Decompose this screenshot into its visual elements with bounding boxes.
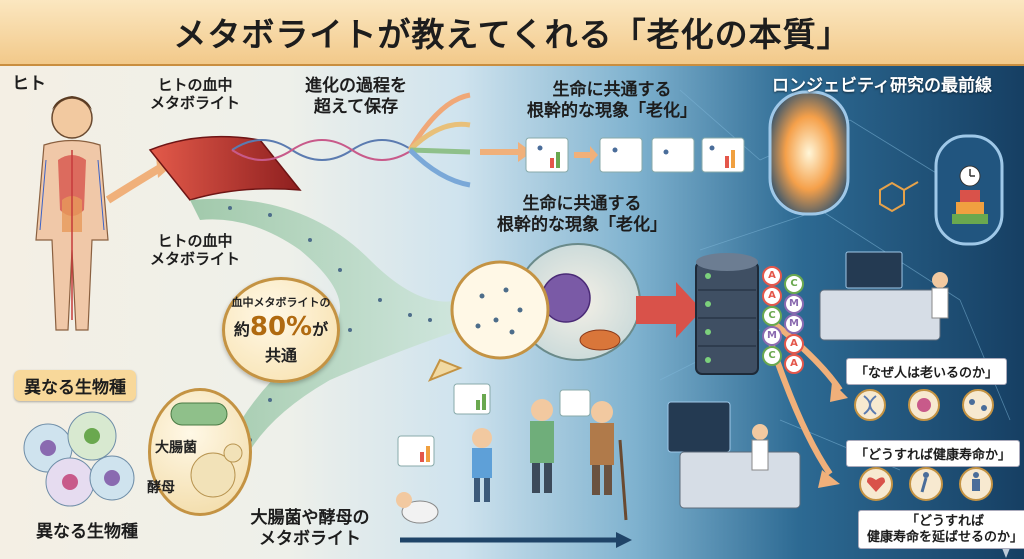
database-letter-badge: C: [762, 306, 782, 326]
baby: [396, 492, 439, 524]
share-value: 80%: [249, 312, 313, 342]
question-why-aging: 「なぜ人は老いるのか」: [846, 358, 1008, 385]
scientist: [751, 272, 949, 471]
label-ecoli: 大腸菌: [155, 440, 197, 456]
tag-different-species: 異なる生物種: [14, 370, 136, 401]
label-microbe-metabolites: 大腸菌や酵母の メタボライト: [230, 508, 390, 549]
database-letter-badge: C: [762, 346, 782, 366]
share-line-3: 共通: [264, 346, 297, 365]
label-human: ヒト: [12, 74, 46, 94]
human-figure: [35, 96, 109, 331]
page-title: メタボライトが教えてくれる「老化の本質」: [173, 15, 851, 54]
title-banner: メタボライトが教えてくれる「老化の本質」: [0, 0, 1024, 66]
blood-vessel: [148, 135, 302, 201]
dna-helix: [231, 139, 413, 161]
time-portal: [768, 90, 1004, 246]
ecoli-bacterium: [170, 402, 228, 426]
question-healthy-lifespan: 「どうすれば健康寿命か」: [846, 440, 1021, 467]
branch-arrows: [407, 92, 471, 188]
label-line: ヒトの血中: [157, 76, 233, 94]
molecule: [879, 181, 919, 213]
microbe-art: [170, 402, 243, 498]
mini-chart-cards: [397, 383, 591, 467]
cell-cluster: [23, 411, 135, 507]
adult: [530, 399, 554, 493]
label-line: 健康寿命を延ばせるのか」: [867, 529, 1024, 545]
question-icons-2: [859, 467, 993, 501]
share-line-1: 血中メタボライトの: [231, 296, 331, 309]
database-letter-badge: A: [784, 354, 804, 374]
label-line: 大腸菌や酵母の: [250, 508, 370, 528]
label-evolution: 進化の過程を 超えて保存: [276, 76, 436, 117]
share-suffix: が: [312, 320, 329, 339]
label-line: 根幹的な現象「老化」: [527, 100, 697, 121]
label-longevity: ロンジェビティ研究の最前線: [772, 76, 992, 96]
label-line: 生命に共通する: [522, 194, 642, 214]
label-different-species: 異なる生物種: [36, 522, 138, 542]
label-human-blood-top: ヒトの血中 メタボライト: [140, 76, 250, 113]
label-common-mid: 生命に共通する 根幹的な現象「老化」: [482, 194, 682, 235]
microbe-bubble: 大腸菌 酵母: [147, 388, 252, 516]
yeast-cell: [190, 452, 236, 498]
chart-cards: [525, 137, 745, 173]
database-letter-badge: A: [784, 334, 804, 354]
share-line-2: 約80%が: [225, 312, 337, 342]
question-extend-lifespan: 「どうすれば 健康寿命を延ばせるのか」: [858, 510, 1024, 550]
label-line: ヒトの血中: [157, 232, 233, 250]
database-letter-badge: M: [762, 326, 782, 346]
question-icons-1: [854, 389, 994, 421]
label-line: 根幹的な現象「老化」: [497, 214, 667, 235]
lab-computer: [667, 251, 941, 509]
arrow-to-database: [636, 282, 702, 338]
database-letter-badge: M: [784, 314, 804, 334]
label-human-blood-mid: ヒトの血中 メタボライト: [140, 232, 250, 269]
label-line: 「どうすれば: [906, 514, 985, 529]
label-line: メタボライト: [149, 250, 240, 269]
share-prefix: 約: [233, 320, 250, 339]
label-line: 進化の過程を: [305, 76, 407, 96]
magnified-metabolites: [427, 260, 550, 382]
label-line: 超えて保存: [313, 96, 399, 117]
label-line: 生命に共通する: [552, 80, 672, 100]
elder: [590, 401, 628, 521]
share-bubble: 血中メタボライトの 約80%が 共通: [222, 277, 340, 383]
arrow-human-to-vessel: [105, 164, 163, 204]
label-yeast: 酵母: [147, 480, 175, 496]
label-line: メタボライト: [259, 528, 361, 549]
child: [472, 428, 492, 502]
label-line: メタボライト: [149, 94, 240, 113]
database-letter-badge: C: [784, 274, 804, 294]
arrow-to-question-1: [768, 317, 843, 392]
database: [695, 253, 759, 375]
database-letter-badge: M: [784, 294, 804, 314]
database-letter-badge: A: [762, 266, 782, 286]
label-common-top: 生命に共通する 根幹的な現象「老化」: [512, 80, 712, 121]
database-letter-badge: A: [762, 286, 782, 306]
